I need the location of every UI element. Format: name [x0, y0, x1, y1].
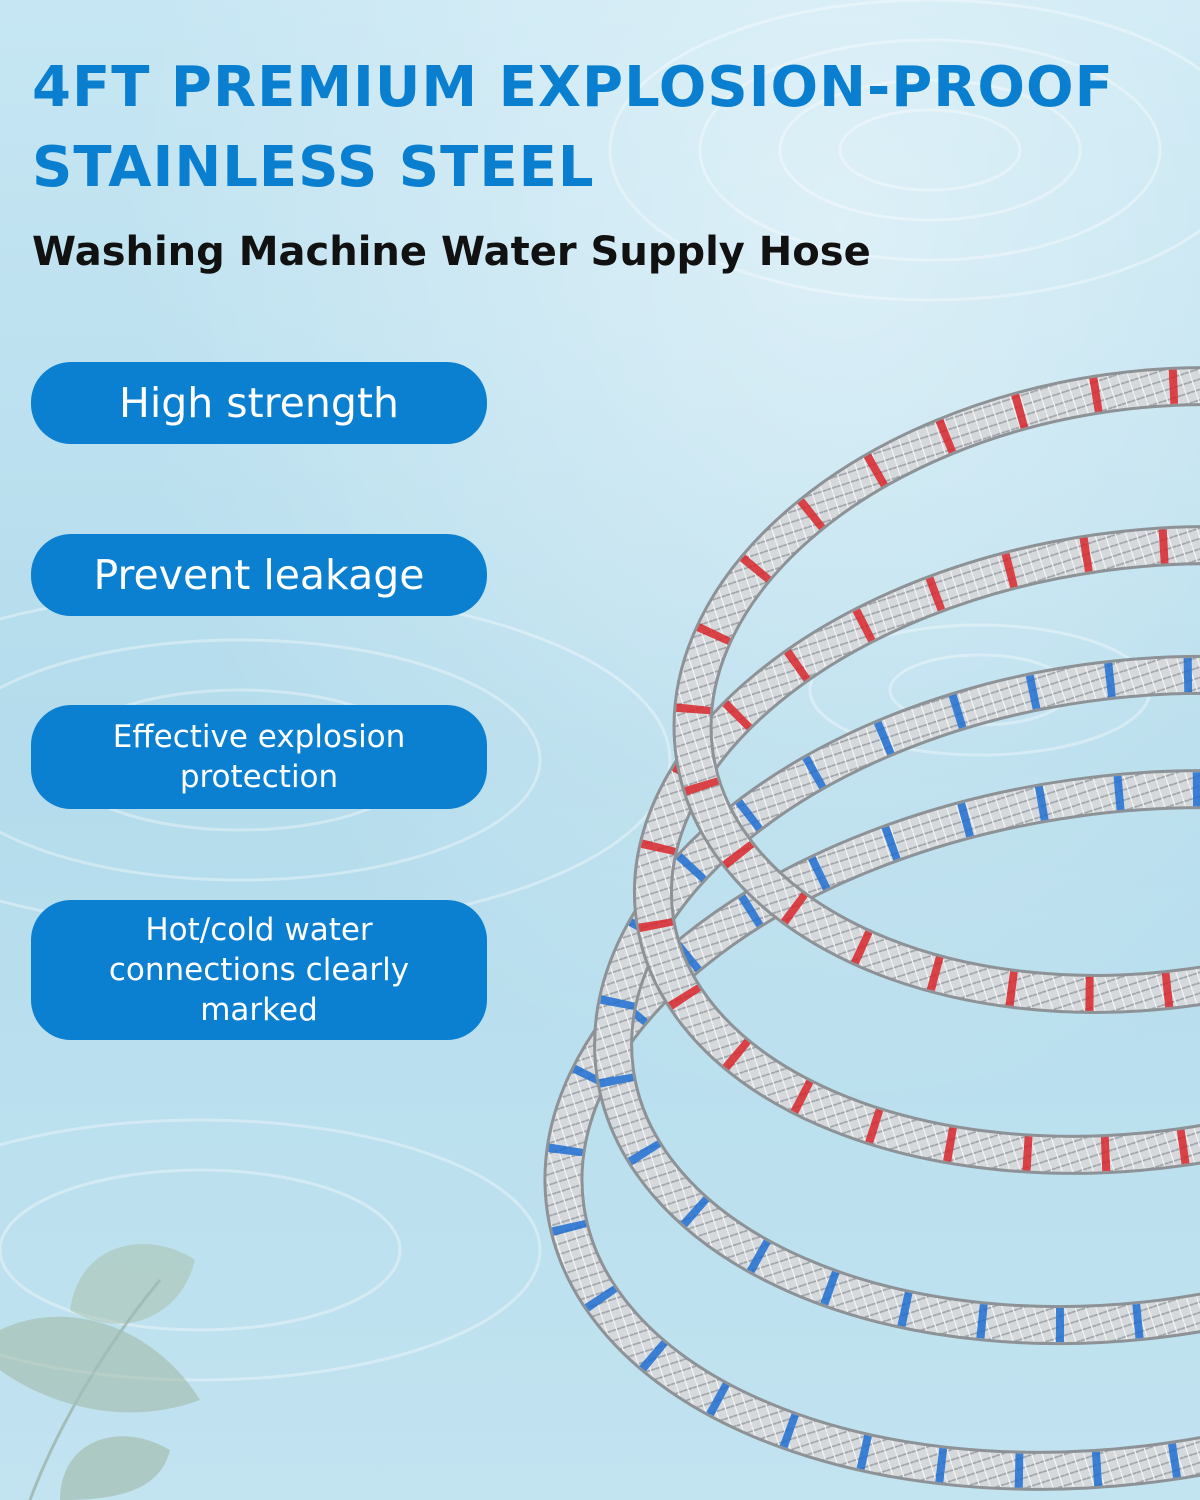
feature-label: High strength	[119, 379, 399, 427]
page-title: 4FT PREMIUM EXPLOSION-PROOF STAINLESS ST…	[32, 55, 1114, 200]
feature-badge-markings: Hot/cold water connections clearly marke…	[31, 900, 487, 1040]
feature-label: Prevent leakage	[93, 551, 425, 599]
feature-label: Effective explosion protection	[112, 719, 406, 795]
feature-badge-leakage: Prevent leakage	[31, 534, 487, 616]
feature-badge-explosion: Effective explosion protection	[31, 705, 487, 809]
feature-badge-strength: High strength	[31, 362, 487, 444]
page-subtitle: Washing Machine Water Supply Hose	[32, 229, 871, 275]
feature-label: Hot/cold water connections clearly marke…	[108, 912, 410, 1028]
